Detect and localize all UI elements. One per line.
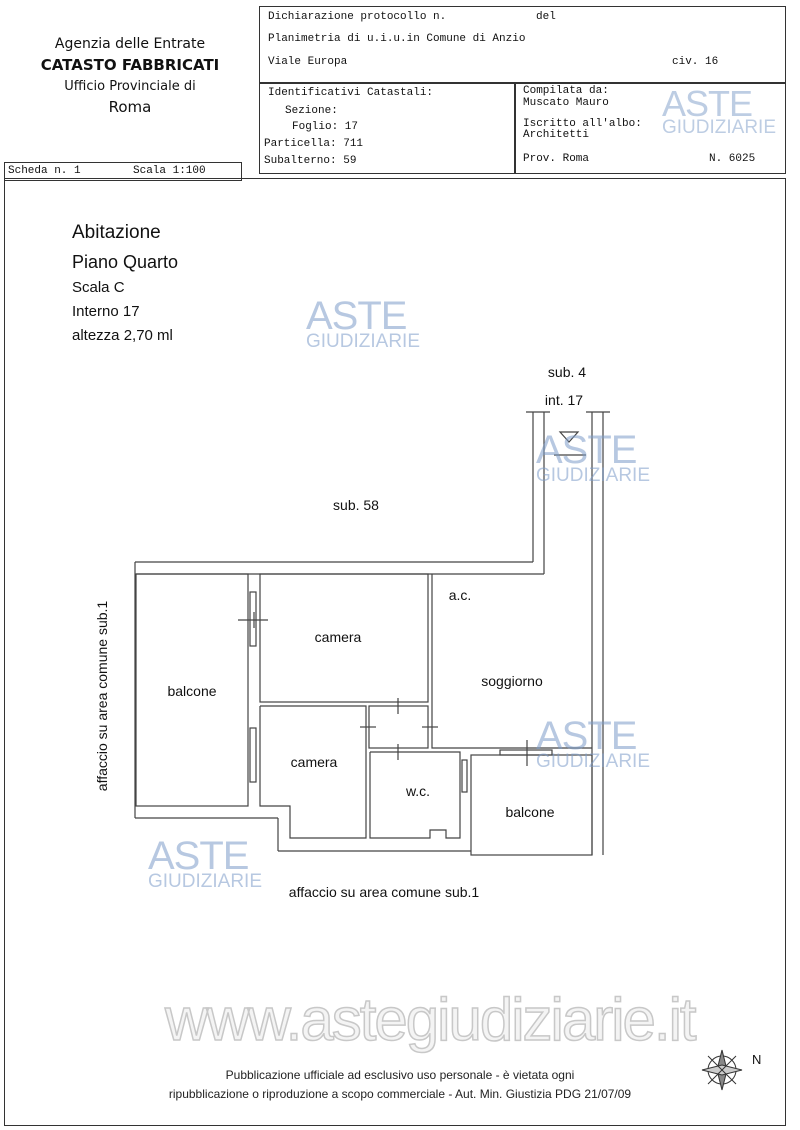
footer-line-2: ripubblicazione o riproduzione a scopo c… xyxy=(168,1087,632,1101)
label-int17: int. 17 xyxy=(545,392,583,408)
register-label: Iscritto all'albo: xyxy=(523,118,642,130)
compass-icon xyxy=(701,1049,743,1091)
label-affaccio-bottom: affaccio su area comune sub.1 xyxy=(289,884,480,900)
label-sub4: sub. 4 xyxy=(548,364,586,380)
watermark-giudiziarie: GIUDIZIARIE xyxy=(148,871,263,892)
unit-floor: Piano Quarto xyxy=(72,252,179,272)
compiled-by-label: Compilata da: xyxy=(523,85,609,97)
watermark-aste: ASTE xyxy=(662,83,753,124)
label-affaccio-left: affaccio su area comune sub.1 xyxy=(94,601,110,792)
street: Viale Europa xyxy=(268,56,348,68)
catasto-title: CATASTO FABBRICATI xyxy=(40,56,220,74)
office-label: Ufficio Provinciale di xyxy=(64,79,196,94)
watermark-logo: ASTE GIUDIZIARIE xyxy=(148,836,262,891)
room-soggiorno: soggiorno xyxy=(481,673,543,689)
compiler-box: Compilata da: Muscato Mauro Iscritto all… xyxy=(514,82,786,174)
sheet-number: Scheda n. 1 xyxy=(8,165,81,177)
sezione: Sezione: xyxy=(285,105,338,117)
scale: Scala 1:100 xyxy=(133,165,206,177)
watermark-giudiziarie: GIUDIZIARIE xyxy=(536,751,651,772)
plan-municipality: Planimetria di u.i.u.in Comune di Anzio xyxy=(268,33,526,45)
watermark-aste: ASTE xyxy=(536,714,637,758)
watermark-logo: ASTE GIUDIZIARIE xyxy=(306,296,420,351)
watermark-giudiziarie: GIUDIZIARIE xyxy=(662,117,777,138)
compass-north-label: N xyxy=(752,1052,761,1067)
subalterno: Subalterno: 59 xyxy=(264,155,357,167)
watermark-giudiziarie: GIUDIZIARIE xyxy=(536,465,651,486)
watermark-giudiziarie: GIUDIZIARIE xyxy=(306,331,421,352)
particella: Particella: 711 xyxy=(264,138,364,150)
civic-number: civ. 16 xyxy=(672,56,719,68)
plan-frame xyxy=(4,178,786,1126)
room-camera-2: camera xyxy=(291,754,338,770)
declaration-date-label: del xyxy=(536,11,556,23)
watermark-aste: ASTE xyxy=(306,294,407,338)
declaration-box: Dichiarazione protocollo n. del Planimet… xyxy=(259,6,786,84)
agency-name: Agenzia delle Entrate xyxy=(54,36,206,52)
office-city: Roma xyxy=(108,98,152,116)
unit-height: altezza 2,70 ml xyxy=(72,327,173,344)
unit-interno: Interno 17 xyxy=(72,303,140,320)
website-watermark: www.astegiudiziarie.it xyxy=(164,985,697,1054)
unit-type: Abitazione xyxy=(72,222,161,243)
declaration-protocol: Dichiarazione protocollo n. xyxy=(268,11,447,23)
identifiers-title: Identificativi Catastali: xyxy=(268,87,434,99)
walls xyxy=(134,411,610,856)
compiler-name: Muscato Mauro xyxy=(523,97,609,109)
sheet-box: Scheda n. 1 Scala 1:100 xyxy=(4,162,242,181)
unit-info: Abitazione Piano Quarto Scala C Interno … xyxy=(72,218,178,348)
register-name: Architetti xyxy=(523,129,590,141)
foglio: Foglio: 17 xyxy=(292,121,359,133)
room-balcone-left: balcone xyxy=(167,683,216,699)
watermark-logo: ASTE GIUDIZIARIE xyxy=(662,83,777,138)
province: Prov. Roma xyxy=(523,153,590,165)
label-sub58: sub. 58 xyxy=(333,497,379,513)
unit-stair: Scala C xyxy=(72,279,125,296)
watermark-logo: ASTE GIUDIZIARIE xyxy=(536,430,650,485)
cadastral-identifiers-box: Identificativi Catastali: Sezione: Fogli… xyxy=(259,82,516,174)
room-camera-1: camera xyxy=(315,629,362,645)
watermark-aste: ASTE xyxy=(536,428,637,472)
watermark-aste: ASTE xyxy=(148,834,249,878)
register-number: N. 6025 xyxy=(709,153,756,165)
room-balcone-right: balcone xyxy=(505,804,554,820)
agency-block: Agenzia delle Entrate CATASTO FABBRICATI… xyxy=(20,34,240,118)
watermark-logo: ASTE GIUDIZIARIE xyxy=(536,716,650,771)
footer-line-1: Pubblicazione ufficiale ad esclusivo uso… xyxy=(225,1068,575,1082)
room-wc: w.c. xyxy=(405,783,430,799)
label-common-area: a.c. xyxy=(449,587,472,603)
